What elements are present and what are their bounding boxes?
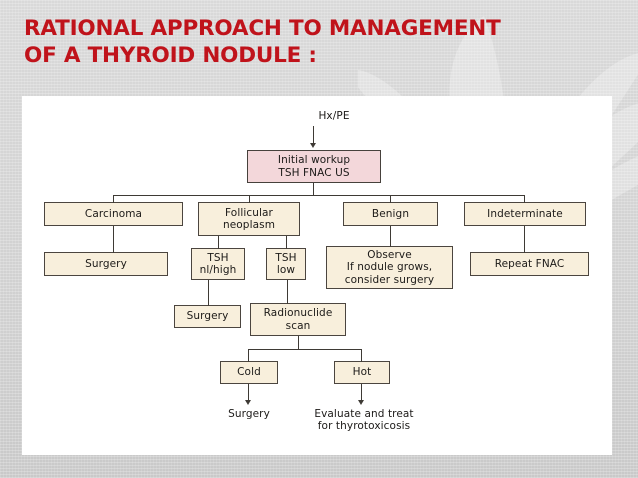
node-observe[interactable]: Observe If nodule grows, consider surger… xyxy=(326,246,453,289)
edge-bus-cold xyxy=(248,349,250,362)
page-title: RATIONAL APPROACH TO MANAGEMENT OF A THY… xyxy=(24,16,501,68)
edge-indeterminate-repeatfnac xyxy=(524,226,526,253)
edge-row2-bus xyxy=(113,195,525,197)
edge-cold-surgery xyxy=(248,384,250,401)
edge-tshnlhigh-surgery xyxy=(208,280,210,306)
node-hx-pe: Hx/PE xyxy=(318,110,350,122)
node-cold[interactable]: Cold xyxy=(220,361,278,384)
edge-carcinoma-surgery xyxy=(113,226,115,253)
edge-hxpe-initialworkup xyxy=(313,126,315,144)
node-surgery-carcinoma[interactable]: Surgery xyxy=(44,252,168,276)
edge-follicular-down-right xyxy=(286,236,288,249)
node-radionuclide-scan[interactable]: Radionuclide scan xyxy=(250,303,346,336)
edge-tshlow-radionuclide xyxy=(287,280,289,304)
edge-bus-hot xyxy=(361,349,363,362)
node-tsh-nl-high[interactable]: TSH nl/high xyxy=(191,248,245,280)
node-repeat-fnac[interactable]: Repeat FNAC xyxy=(470,252,589,276)
node-follicular-neoplasm[interactable]: Follicular neoplasm xyxy=(198,202,300,236)
edge-bus-indeterminate xyxy=(524,195,526,203)
edge-coldhot-bus xyxy=(248,349,362,351)
arrowhead-evaluate xyxy=(358,400,364,405)
node-tsh-low[interactable]: TSH low xyxy=(266,248,306,280)
edge-bus-follicular xyxy=(249,195,251,203)
node-carcinoma[interactable]: Carcinoma xyxy=(44,202,183,226)
node-evaluate-thyrotoxicosis: Evaluate and treat for thyrotoxicosis xyxy=(314,408,414,433)
thyroid-nodule-flowchart: Hx/PE Initial workup TSH FNAC US Carcino… xyxy=(22,96,612,455)
edge-radionuclide-down xyxy=(298,336,300,350)
edge-bus-benign xyxy=(390,195,392,203)
node-initial-workup[interactable]: Initial workup TSH FNAC US xyxy=(247,150,381,183)
arrowhead-surgery-cold xyxy=(245,400,251,405)
node-benign[interactable]: Benign xyxy=(343,202,438,226)
node-indeterminate[interactable]: Indeterminate xyxy=(464,202,586,226)
edge-follicular-down xyxy=(218,236,220,249)
edge-initialworkup-down xyxy=(313,183,315,196)
node-surgery-tsh-nl-high[interactable]: Surgery xyxy=(174,305,241,328)
node-hot[interactable]: Hot xyxy=(334,361,390,384)
edge-bus-carcinoma xyxy=(113,195,115,203)
content-panel: Hx/PE Initial workup TSH FNAC US Carcino… xyxy=(22,96,612,455)
edge-benign-observe xyxy=(390,226,392,247)
edge-hot-evaluate xyxy=(361,384,363,401)
arrowhead-initialworkup xyxy=(310,143,316,148)
node-surgery-cold: Surgery xyxy=(228,408,270,420)
